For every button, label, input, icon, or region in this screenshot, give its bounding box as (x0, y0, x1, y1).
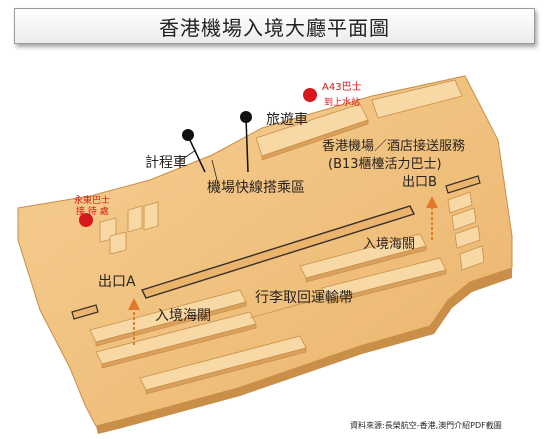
arrival-corridor (71, 175, 481, 320)
long-win-bus-label: 永東巴士 (74, 194, 110, 206)
airport-express-pin-icon (240, 111, 252, 173)
exit-a-label: 出口A (98, 274, 136, 290)
taxi-label: 計程車 (145, 154, 187, 171)
back-wall-blocks (255, 79, 463, 161)
hotel-transfer-label: 香港機場／酒店接送服務 (322, 138, 465, 154)
b13-counter-label: (B13櫃檯活力巴士) (328, 157, 442, 172)
exit-b-arrow (426, 196, 438, 240)
immigration-label-right: 入境海關 (363, 237, 415, 252)
left-blocks (99, 201, 159, 255)
exit-a-arrow (128, 298, 140, 345)
label-leaders (177, 149, 219, 185)
a43-bus-label: A43巴士 (322, 80, 362, 93)
immigration-counters-left (89, 289, 307, 395)
right-blocks (447, 191, 485, 271)
immigration-counters-right (299, 233, 447, 305)
tour-bus-label: 旅遊車 (266, 111, 308, 128)
page-title: 香港機場入境大廳平面圖 (14, 8, 535, 44)
a43-bus-marker-icon (303, 88, 317, 102)
long-win-bus-marker-icon (79, 213, 93, 227)
sheung-shui-label: 到上水站 (324, 96, 360, 108)
taxi-pin-icon (182, 129, 206, 173)
source-caption: 資料來源:長榮航空-香港,澳門介紹PDF截圖 (350, 420, 502, 430)
baggage-label: 行李取回運輸帶 (255, 290, 353, 306)
baggage-area (249, 295, 341, 319)
immigration-label-left: 入境海關 (155, 308, 211, 324)
airport-express-label: 機場快線搭乘區 (207, 180, 305, 196)
exit-b-label: 出口B (402, 175, 437, 190)
reception-label: 接 待 處 (76, 205, 109, 217)
